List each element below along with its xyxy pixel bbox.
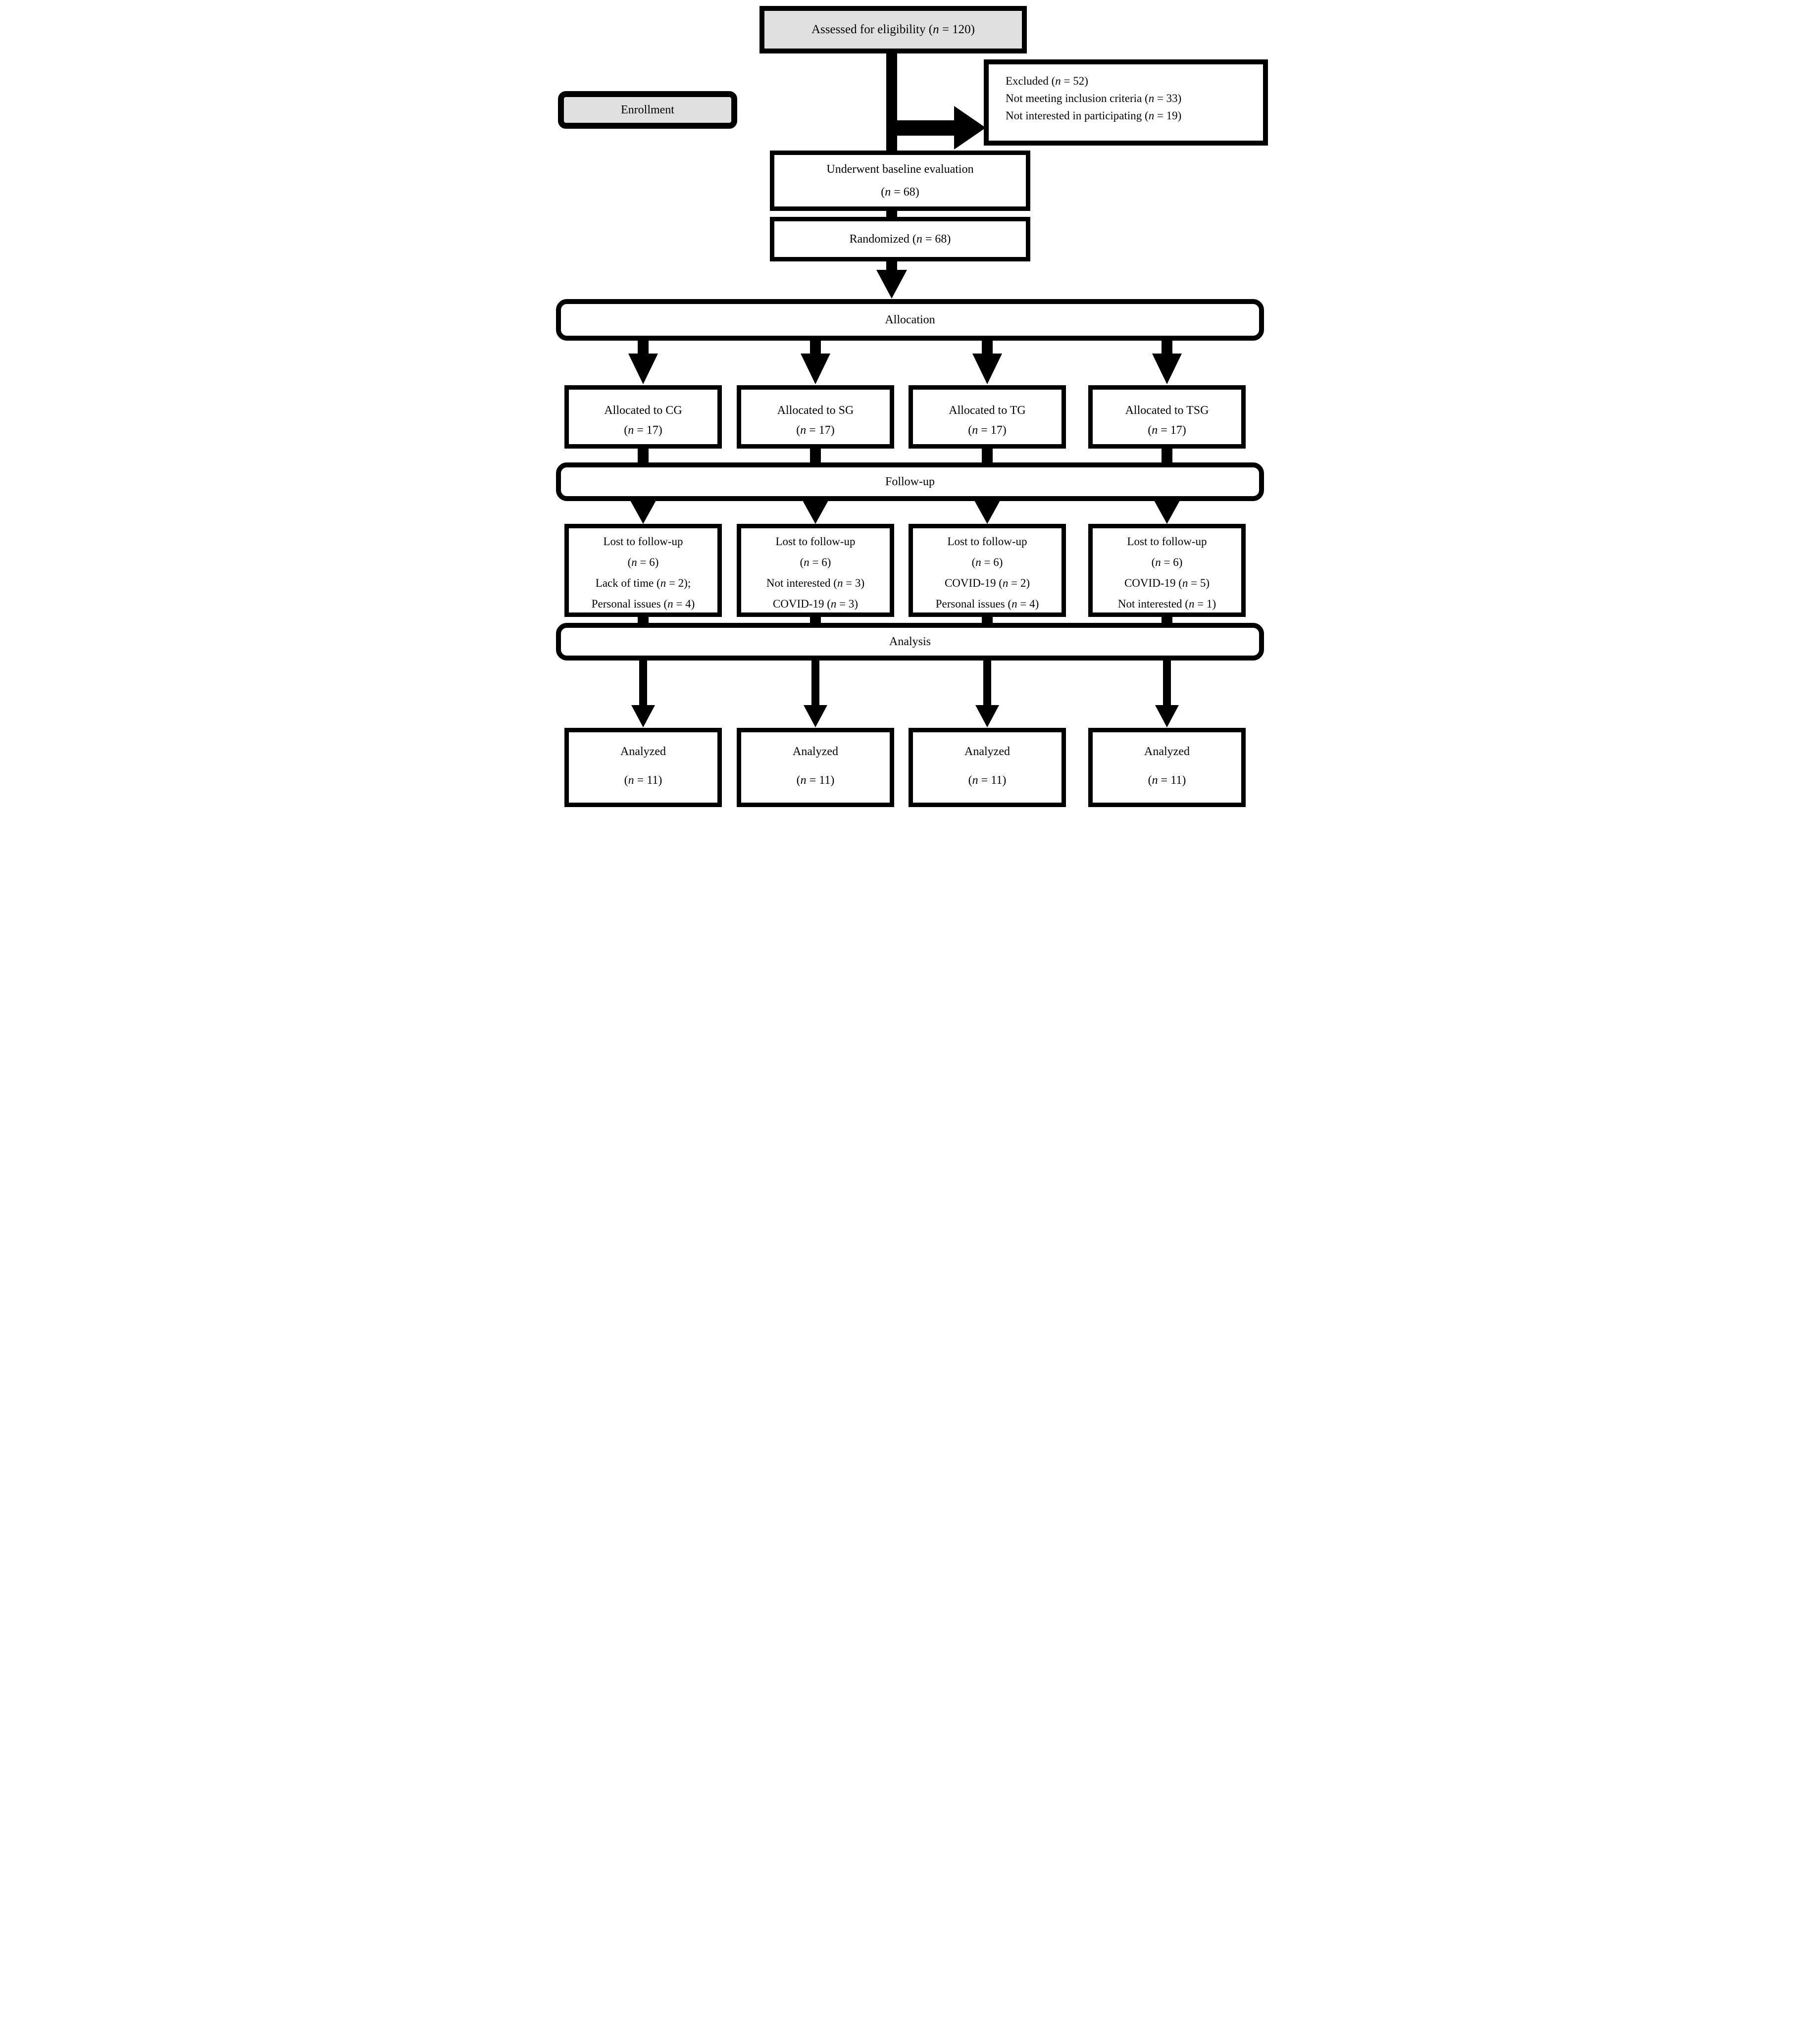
- analyzed-line: Analyzed: [620, 745, 666, 758]
- arrow-down-icon: [801, 354, 830, 384]
- connector-randomized-to-allocation: [886, 261, 897, 270]
- arrow-down-icon: [1152, 354, 1182, 384]
- analyzed-line: (n = 11): [968, 774, 1007, 787]
- consort-flow-diagram: Assessed for eligibility (n = 120) Exclu…: [546, 0, 1274, 814]
- analyzed-line: (n = 11): [796, 774, 835, 787]
- connector-tg-to-followup: [982, 449, 993, 462]
- allocated-line: (n = 17): [968, 424, 1007, 437]
- analysis-band: Analysis: [556, 623, 1264, 661]
- arrow-down-icon: [804, 705, 827, 727]
- excluded-line: Excluded (n = 52): [1006, 75, 1088, 87]
- allocated-line: (n = 17): [624, 424, 662, 437]
- lost-line: (n = 6): [627, 556, 659, 568]
- analyzed-line: (n = 11): [624, 774, 662, 787]
- connector-cg-to-followup: [638, 449, 649, 462]
- lost-line: Personal issues (n = 4): [935, 598, 1039, 610]
- connector-tsg-to-analysis: [1162, 617, 1172, 624]
- excluded-line: Not interested in participating (n = 19): [1006, 109, 1182, 122]
- connector-allocation-sg: [810, 341, 821, 354]
- analyzed-box-tsg: Analyzed (n = 11): [1088, 728, 1246, 807]
- lost-line: (n = 6): [1151, 556, 1183, 568]
- lost-line: COVID-19 (n = 2): [944, 577, 1030, 589]
- lost-line: Lost to follow-up: [603, 535, 683, 548]
- allocated-line: (n = 17): [1148, 424, 1186, 437]
- lost-line: Lack of time (n = 2);: [595, 577, 691, 589]
- connector-tsg-to-followup: [1162, 449, 1172, 462]
- analyzed-box-sg: Analyzed (n = 11): [737, 728, 894, 807]
- analyzed-line: Analyzed: [964, 745, 1010, 758]
- lost-line: Not interested (n = 1): [1117, 598, 1216, 610]
- allocated-box-tg: Allocated to TG (n = 17): [909, 385, 1066, 449]
- connector-allocation-tg: [982, 341, 993, 354]
- followup-band: Follow-up: [556, 462, 1264, 501]
- arrow-down-icon: [630, 501, 656, 524]
- arrow-down-icon: [972, 354, 1002, 384]
- connector-analysis-sg: [811, 661, 819, 706]
- enrollment-stage-label: Enrollment: [621, 103, 674, 116]
- allocated-box-sg: Allocated to SG (n = 17): [737, 385, 894, 449]
- lost-followup-box-sg: Lost to follow-up (n = 6) Not interested…: [737, 524, 894, 617]
- baseline-evaluation-box: Underwent baseline evaluation (n = 68): [770, 151, 1030, 211]
- connector-allocation-tsg: [1162, 341, 1172, 354]
- enrollment-stage-label-box: Enrollment: [558, 91, 737, 129]
- assessed-eligibility-text: Assessed for eligibility (n = 120): [811, 23, 975, 36]
- arrow-right-icon: [954, 106, 986, 150]
- connector-excluded-shaft: [892, 120, 954, 136]
- analyzed-box-cg: Analyzed (n = 11): [564, 728, 722, 807]
- analyzed-line: (n = 11): [1148, 774, 1186, 787]
- connector-tg-to-analysis: [982, 617, 993, 624]
- connector-sg-to-followup: [810, 449, 821, 462]
- allocated-line: Allocated to TSG: [1125, 404, 1209, 417]
- lost-followup-box-cg: Lost to follow-up (n = 6) Lack of time (…: [564, 524, 722, 617]
- allocation-band: Allocation: [556, 299, 1264, 341]
- arrow-down-icon: [876, 270, 907, 299]
- connector-analysis-tsg: [1163, 661, 1171, 706]
- followup-band-label: Follow-up: [885, 475, 935, 488]
- arrow-down-icon: [974, 501, 1000, 524]
- excluded-line: Not meeting inclusion criteria (n = 33): [1006, 92, 1182, 104]
- arrow-down-icon: [1154, 501, 1180, 524]
- arrow-down-icon: [631, 705, 655, 727]
- randomized-box: Randomized (n = 68): [770, 217, 1030, 261]
- lost-line: COVID-19 (n = 5): [1124, 577, 1210, 589]
- assessed-eligibility-box: Assessed for eligibility (n = 120): [759, 6, 1027, 53]
- analysis-band-label: Analysis: [889, 635, 931, 648]
- lost-line: Personal issues (n = 4): [591, 598, 695, 610]
- allocation-band-label: Allocation: [885, 313, 935, 326]
- lost-line: Lost to follow-up: [1127, 535, 1207, 548]
- lost-line: Not interested (n = 3): [766, 577, 865, 589]
- randomized-text: Randomized (n = 68): [849, 232, 951, 246]
- arrow-down-icon: [975, 705, 999, 727]
- lost-followup-box-tg: Lost to follow-up (n = 6) COVID-19 (n = …: [909, 524, 1066, 617]
- lost-line: COVID-19 (n = 3): [772, 598, 859, 610]
- lost-followup-box-tsg: Lost to follow-up (n = 6) COVID-19 (n = …: [1088, 524, 1246, 617]
- baseline-line: (n = 68): [881, 186, 919, 199]
- analyzed-box-tg: Analyzed (n = 11): [909, 728, 1066, 807]
- lost-line: Lost to follow-up: [775, 535, 856, 548]
- allocated-box-cg: Allocated to CG (n = 17): [564, 385, 722, 449]
- connector-cg-to-analysis: [638, 617, 649, 624]
- allocated-box-tsg: Allocated to TSG (n = 17): [1088, 385, 1246, 449]
- lost-line: (n = 6): [800, 556, 831, 568]
- allocated-line: (n = 17): [796, 424, 835, 437]
- lost-line: (n = 6): [971, 556, 1003, 568]
- connector-analysis-cg: [639, 661, 647, 706]
- connector-allocation-cg: [638, 341, 649, 354]
- allocated-line: Allocated to TG: [949, 404, 1026, 417]
- arrow-down-icon: [803, 501, 828, 524]
- connector-sg-to-analysis: [810, 617, 821, 624]
- connector-baseline-to-randomized: [886, 211, 897, 217]
- lost-line: Lost to follow-up: [947, 535, 1027, 548]
- allocated-line: Allocated to SG: [777, 404, 854, 417]
- excluded-box: Excluded (n = 52) Not meeting inclusion …: [984, 59, 1268, 146]
- analyzed-line: Analyzed: [1144, 745, 1190, 758]
- baseline-line: Underwent baseline evaluation: [826, 163, 974, 176]
- analyzed-line: Analyzed: [793, 745, 838, 758]
- arrow-down-icon: [1155, 705, 1179, 727]
- connector-analysis-tg: [983, 661, 991, 706]
- connector-assessed-to-baseline: [886, 53, 897, 151]
- arrow-down-icon: [628, 354, 658, 384]
- allocated-line: Allocated to CG: [604, 404, 682, 417]
